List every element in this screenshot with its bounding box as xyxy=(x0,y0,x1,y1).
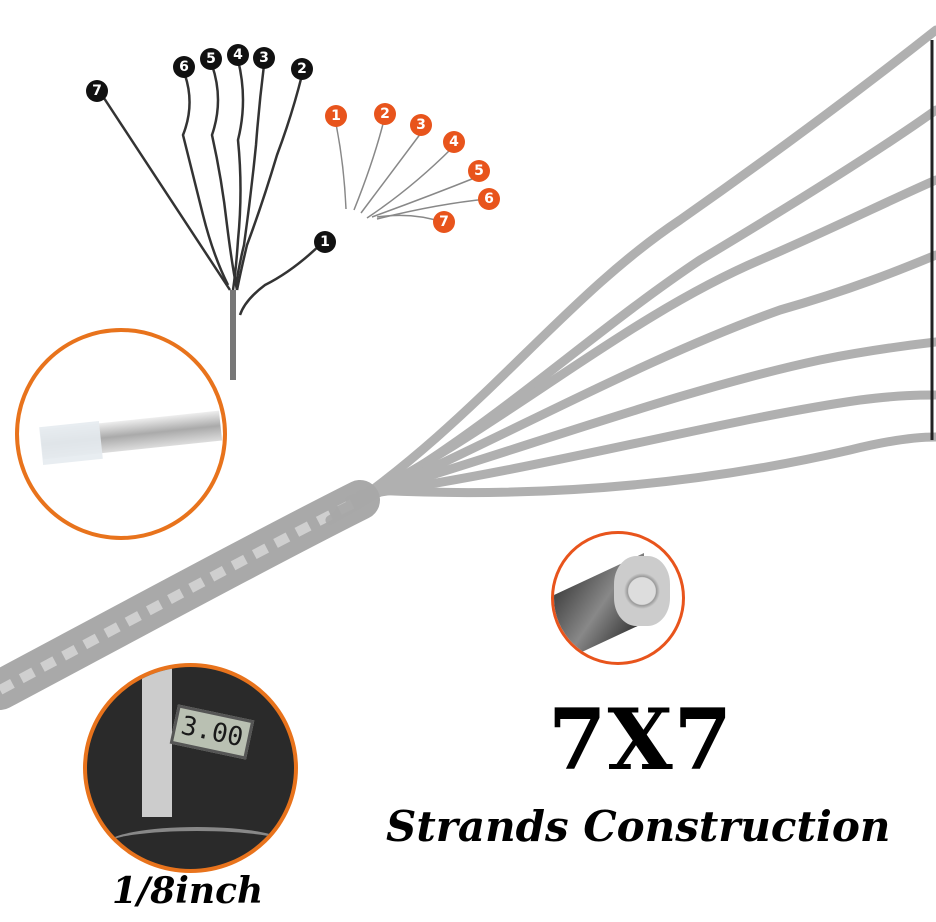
crimp-sleeve xyxy=(39,420,103,466)
outer-wire-badge-4: 4 xyxy=(443,131,465,153)
outer-wire-badge-3: 3 xyxy=(410,114,432,136)
cross-section-circle xyxy=(551,531,685,665)
caliper-display: 3.00 xyxy=(169,704,255,760)
core-strand-badge-1: 1 xyxy=(314,231,336,253)
cable-coil xyxy=(107,827,287,861)
cross-section-face xyxy=(614,556,670,626)
outer-wire-badge-6: 6 xyxy=(478,188,500,210)
outer-wire-badge-1: 1 xyxy=(325,105,347,127)
diameter-label: 1/8inch xyxy=(112,870,264,912)
construction-title: 7X7 xyxy=(548,690,734,789)
core-strand-badge-3: 3 xyxy=(253,47,275,69)
core-strand-badge-5: 5 xyxy=(200,48,222,70)
outer-wire-badge-7: 7 xyxy=(433,211,455,233)
construction-subtitle: Strands Construction xyxy=(386,802,891,851)
outer-wire-badge-2: 2 xyxy=(374,103,396,125)
caliper-measurement-circle: 3.00 xyxy=(83,663,298,873)
core-strand-badge-7: 7 xyxy=(86,80,108,102)
core-strand-badge-4: 4 xyxy=(227,44,249,66)
core-strand-badge-6: 6 xyxy=(173,56,195,78)
core-strand-badge-2: 2 xyxy=(291,58,313,80)
caliper-jaw xyxy=(142,667,172,817)
crimp-closeup-circle xyxy=(15,328,227,540)
outer-wire-badge-5: 5 xyxy=(468,160,490,182)
